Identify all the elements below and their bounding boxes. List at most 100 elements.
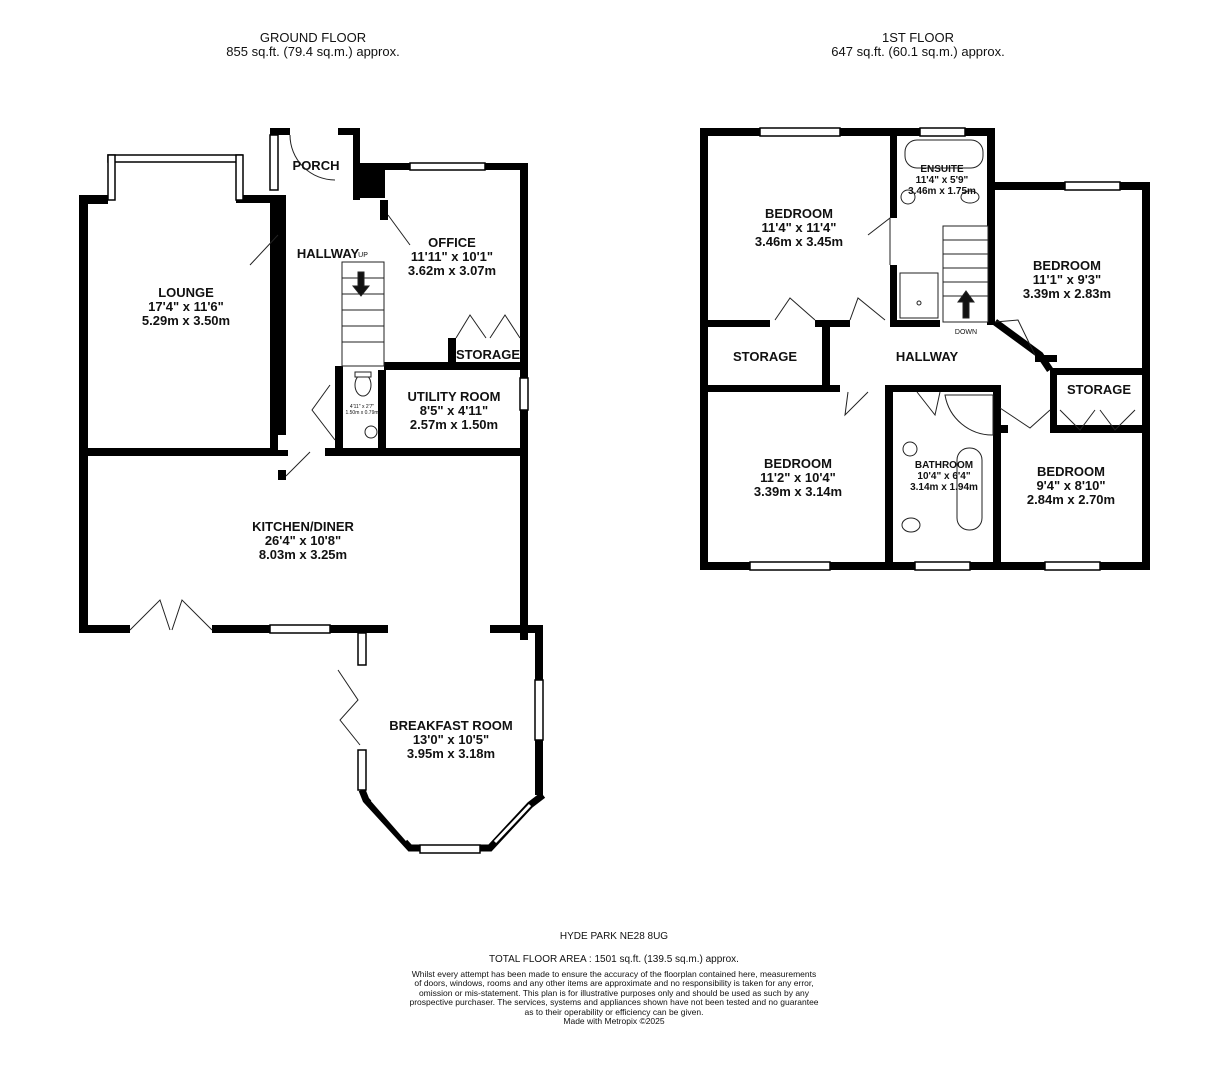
door-swing bbox=[311, 384, 336, 441]
door-swing bbox=[129, 599, 171, 631]
wall bbox=[79, 195, 88, 633]
door-swing bbox=[285, 451, 311, 477]
room-office: OFFICE 11'11" x 10'1" 3.62m x 3.07m bbox=[408, 236, 496, 278]
room-metric: 5.29m x 3.50m bbox=[141, 313, 231, 328]
room-imperial: 13'0" x 10'5" bbox=[412, 732, 490, 747]
wall bbox=[448, 338, 456, 368]
staircase-ground bbox=[341, 261, 385, 367]
door-swing bbox=[249, 234, 279, 266]
window bbox=[493, 803, 532, 844]
door-swing bbox=[849, 297, 886, 321]
wall bbox=[88, 448, 278, 456]
room-name: BEDROOM bbox=[764, 456, 832, 471]
room-imperial: 11'11" x 10'1" bbox=[410, 249, 494, 264]
walls bbox=[79, 128, 1150, 852]
room-storage-first-1: STORAGE bbox=[733, 350, 797, 364]
room-bedroom-4: BEDROOM 9'4" x 8'10" 2.84m x 2.70m bbox=[1027, 465, 1115, 507]
door-swing bbox=[1059, 409, 1136, 431]
wall bbox=[970, 562, 1045, 570]
disclaimer: Whilst every attempt has been made to en… bbox=[409, 969, 819, 1027]
address: HYDE PARK NE28 8UG bbox=[559, 931, 669, 942]
wall bbox=[278, 450, 288, 456]
windows bbox=[107, 127, 1121, 854]
room-name: OFFICE bbox=[428, 235, 476, 250]
wall bbox=[890, 265, 897, 327]
toilet-icon bbox=[960, 190, 980, 204]
room-imperial: 11'4" x 11'4" bbox=[761, 220, 837, 235]
fixtures bbox=[341, 139, 994, 533]
room-metric: 3.46m x 1.75m bbox=[908, 186, 976, 197]
wall bbox=[270, 195, 278, 450]
wall bbox=[885, 385, 893, 565]
wall bbox=[987, 182, 1065, 190]
window bbox=[534, 679, 544, 741]
bath-icon bbox=[956, 447, 983, 531]
ground-floor-area: 855 sq.ft. (79.4 sq.m.) approx. bbox=[226, 44, 400, 59]
door-swing bbox=[774, 297, 816, 321]
disclaimer-line: prospective purchaser. The services, sys… bbox=[409, 997, 819, 1008]
shower-icon bbox=[899, 272, 939, 319]
room-name: HALLWAY bbox=[296, 246, 360, 261]
door-swing bbox=[916, 391, 941, 417]
room-imperial: 9'4" x 8'10" bbox=[1036, 478, 1106, 493]
wall bbox=[338, 128, 360, 135]
room-hallway-first: HALLWAY bbox=[896, 350, 958, 364]
wall bbox=[330, 625, 388, 633]
wall bbox=[965, 128, 995, 136]
room-hallway-ground: HALLWAY bbox=[297, 247, 359, 261]
window bbox=[519, 377, 529, 411]
wall bbox=[987, 128, 995, 190]
room-name: BEDROOM bbox=[1037, 464, 1105, 479]
angled-wall bbox=[992, 319, 1053, 372]
room-name: KITCHEN/DINER bbox=[252, 519, 354, 534]
room-bathroom: BATHROOM 10'4" x 6'4" 3.14m x 1.94m bbox=[910, 460, 978, 493]
room-porch: PORCH bbox=[293, 159, 340, 173]
window bbox=[1044, 561, 1101, 571]
wall bbox=[708, 320, 770, 327]
stair-up-label: UP bbox=[358, 252, 368, 259]
door-swing bbox=[994, 319, 1036, 356]
room-imperial: 11'2" x 10'4" bbox=[760, 470, 836, 485]
window bbox=[919, 127, 966, 137]
room-name: PORCH bbox=[292, 158, 340, 173]
wall bbox=[270, 128, 290, 135]
room-bedroom-2: BEDROOM 11'1" x 9'3" 3.39m x 2.83m bbox=[1023, 259, 1111, 301]
shower-icon bbox=[944, 394, 994, 436]
wall bbox=[1120, 182, 1150, 190]
window bbox=[370, 799, 409, 841]
room-name: BEDROOM bbox=[765, 206, 833, 221]
wall bbox=[278, 470, 286, 480]
basin-icon bbox=[364, 425, 378, 439]
room-metric: 3.39m x 3.14m bbox=[753, 484, 843, 499]
wall bbox=[278, 195, 286, 435]
wall bbox=[1100, 562, 1150, 570]
disclaimer-line: omission or mis-statement. This plan is … bbox=[418, 987, 810, 998]
window bbox=[107, 154, 116, 201]
window bbox=[357, 632, 367, 666]
window bbox=[269, 624, 331, 634]
window bbox=[107, 154, 243, 163]
credit: Made with Metropix ©2025 bbox=[563, 1016, 665, 1027]
wall bbox=[335, 366, 343, 456]
wall bbox=[212, 625, 270, 633]
wall bbox=[885, 385, 1000, 392]
room-wc: 4'11" x 2'7" 1.50m x 0.79m bbox=[345, 404, 378, 416]
wall bbox=[79, 625, 130, 633]
wall bbox=[987, 190, 995, 325]
wall bbox=[1000, 425, 1008, 433]
room-imperial: 10'4" x 6'4" bbox=[917, 471, 971, 482]
wall bbox=[700, 562, 750, 570]
first-floor-title: 1ST FLOOR bbox=[881, 30, 955, 45]
wall bbox=[535, 740, 543, 795]
doors bbox=[129, 134, 1136, 746]
window bbox=[749, 561, 831, 571]
room-metric: 3.39m x 2.83m bbox=[1022, 286, 1112, 301]
window bbox=[759, 127, 841, 137]
wall bbox=[840, 128, 920, 136]
wall bbox=[378, 370, 386, 456]
wall bbox=[325, 448, 528, 456]
window bbox=[419, 844, 481, 854]
basin-icon bbox=[902, 441, 918, 457]
room-imperial: 4'11" x 2'7" bbox=[349, 404, 375, 410]
room-lounge: LOUNGE 17'4" x 11'6" 5.29m x 3.50m bbox=[142, 286, 230, 328]
